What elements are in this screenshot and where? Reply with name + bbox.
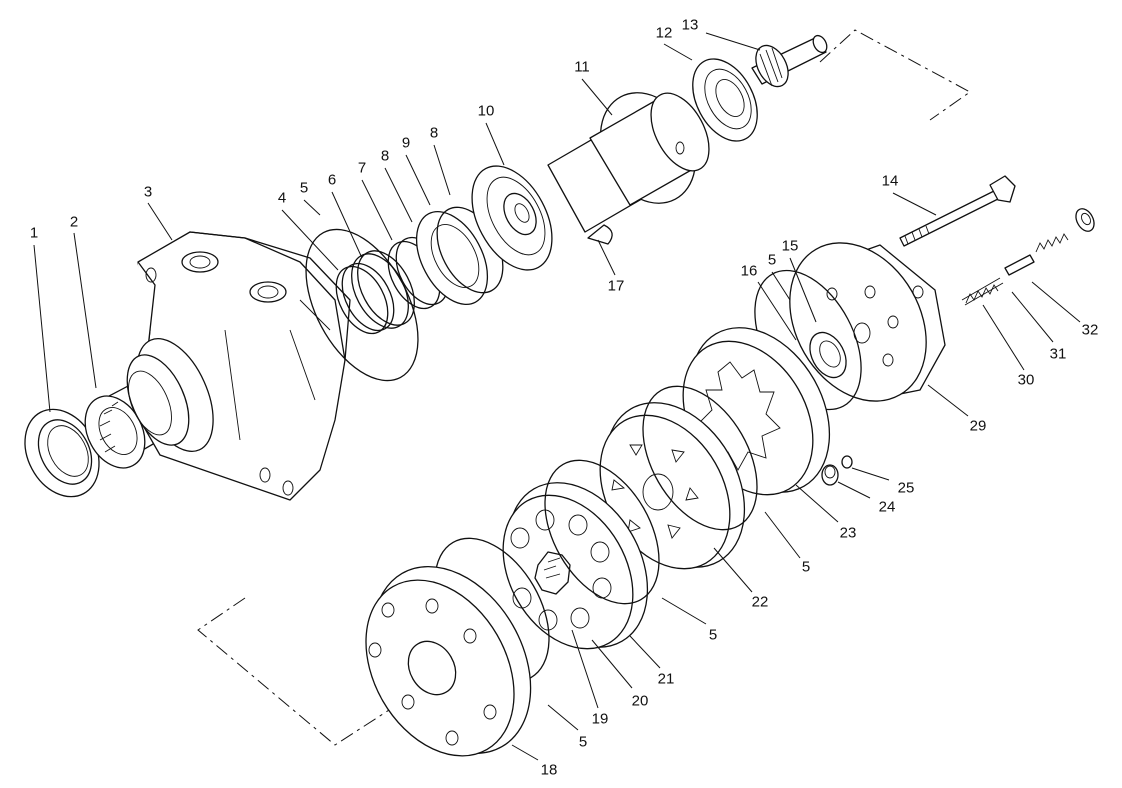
- part-needle-bearing: [692, 58, 758, 142]
- callout-29: 29: [970, 418, 987, 435]
- lower-centerline: [197, 597, 421, 746]
- centerline-connectors: [197, 29, 971, 746]
- callout-5: 5: [802, 559, 810, 576]
- callout-22: 22: [752, 594, 769, 611]
- callout-30: 30: [1018, 372, 1035, 389]
- callout-14: 14: [882, 173, 899, 190]
- callout-31: 31: [1050, 346, 1067, 363]
- part-housing: [126, 231, 351, 501]
- callout-12: 12: [656, 25, 673, 42]
- callout-15: 15: [782, 238, 799, 255]
- part-plug: [821, 455, 853, 486]
- callout-16: 16: [741, 263, 758, 280]
- part-drive-shaft: [751, 34, 828, 88]
- callout-5: 5: [709, 627, 717, 644]
- callout-9: 9: [402, 135, 410, 152]
- callout-19: 19: [592, 711, 609, 728]
- callout-21: 21: [658, 671, 675, 688]
- callout-20: 20: [632, 693, 649, 710]
- callout-24: 24: [879, 499, 896, 516]
- part-relief-valve: [961, 208, 1095, 306]
- part-end-cover: [365, 565, 532, 757]
- callout-6: 6: [328, 172, 336, 189]
- callout-7: 7: [358, 160, 366, 177]
- part-thrust-bearing: [471, 165, 553, 271]
- callout-5: 5: [579, 734, 587, 751]
- callout-25: 25: [898, 480, 915, 497]
- part-tie-bolt: [899, 175, 1016, 247]
- leader-lines: [33, 32, 1081, 761]
- callout-10: 10: [478, 103, 495, 120]
- callout-23: 23: [840, 525, 857, 542]
- callout-1: 1: [30, 225, 38, 242]
- callout-17: 17: [608, 278, 625, 295]
- callout-2: 2: [70, 214, 78, 231]
- callout-11: 11: [574, 59, 590, 76]
- callout-8: 8: [430, 125, 438, 142]
- part-output-shaft: [547, 92, 710, 233]
- part-shaft-seal: [24, 408, 100, 498]
- callout-3: 3: [144, 184, 152, 201]
- callout-8: 8: [381, 148, 389, 165]
- callout-5: 5: [768, 252, 776, 269]
- callout-5: 5: [300, 180, 308, 197]
- callout-18: 18: [541, 762, 558, 779]
- part-key: [587, 224, 613, 245]
- callout-13: 13: [682, 17, 699, 34]
- callout-labels: 1 2 3 4 5 6 7 8 9 8 10 11 12 13 17 14 15…: [30, 17, 1099, 779]
- callout-4: 4: [278, 190, 286, 207]
- callout-32: 32: [1082, 322, 1099, 339]
- upper-centerline: [819, 29, 971, 121]
